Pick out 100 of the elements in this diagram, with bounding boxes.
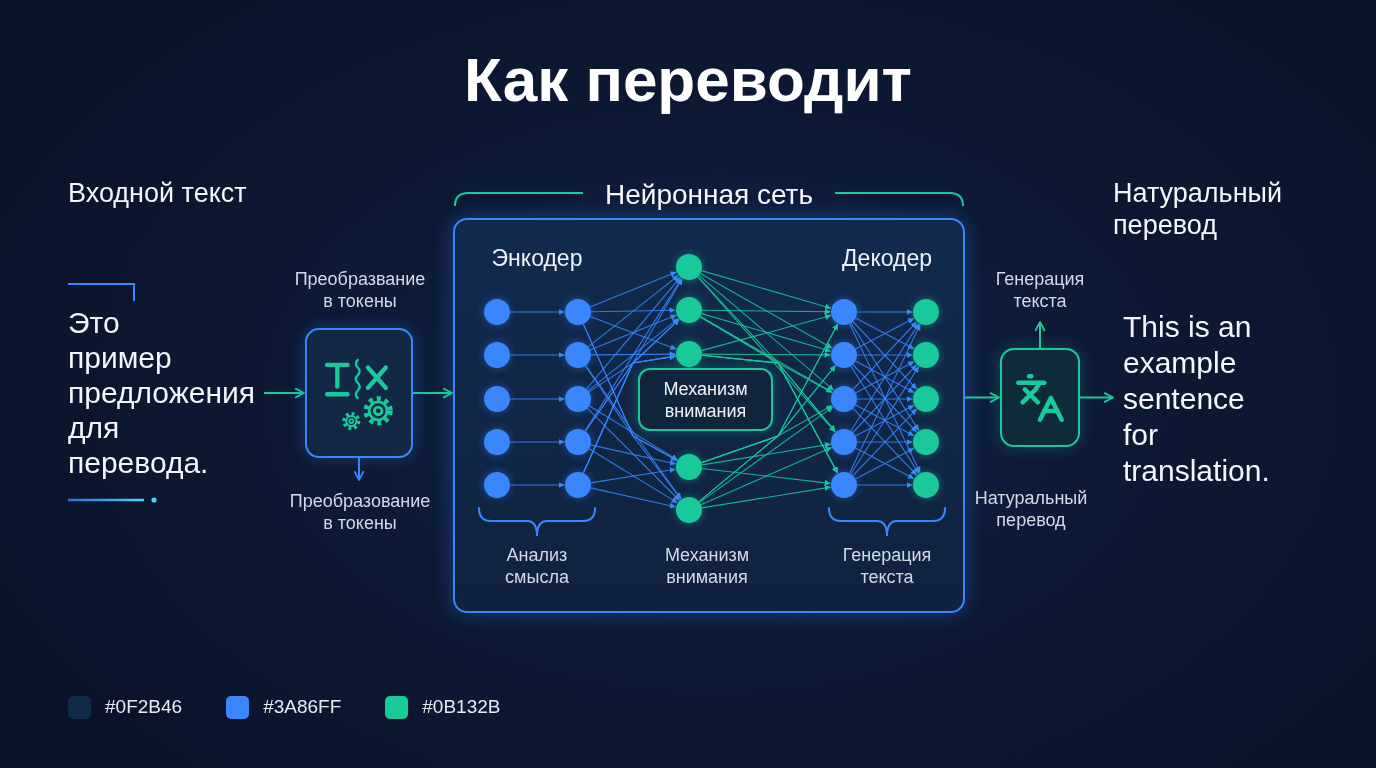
legend-label: #0B132B	[422, 695, 501, 719]
neuron-node	[484, 386, 510, 412]
network-link	[509, 352, 566, 358]
crossing-links	[589, 314, 678, 351]
neuron-node	[831, 299, 857, 325]
neuron-node	[676, 497, 702, 523]
network-link	[699, 406, 834, 503]
network-link	[700, 405, 833, 464]
network-link	[701, 485, 832, 509]
neuron-node	[831, 386, 857, 412]
crossing-links	[852, 407, 918, 477]
brace-caption: Анализ смысла	[505, 544, 569, 588]
network-link	[701, 467, 832, 486]
crossing-links	[852, 320, 918, 391]
crossing-links	[852, 363, 918, 434]
output-caption: Преобразование в токены	[289, 490, 431, 534]
crossing-links	[854, 447, 915, 480]
network-link	[509, 482, 566, 488]
neuron-node	[565, 472, 591, 498]
neuron-node	[676, 454, 702, 480]
neuron-node	[484, 342, 510, 368]
network-link	[590, 467, 677, 484]
neuron-node	[484, 429, 510, 455]
crossing-links	[697, 274, 839, 503]
crossing-links	[849, 323, 921, 474]
neuron-node	[831, 472, 857, 498]
diagram-title: Как переводит	[464, 44, 912, 116]
neuron-node	[676, 297, 702, 323]
network-link	[584, 354, 677, 432]
attention-box	[638, 368, 773, 431]
box-label: Механизм внимания	[663, 377, 748, 422]
box-caption: Преобразвание в токены	[294, 268, 426, 312]
column-heading: Декодер	[842, 244, 932, 272]
neuron-node	[676, 341, 702, 367]
flow-arrow	[263, 387, 305, 399]
legend-label: #0F2B46	[105, 695, 183, 719]
neuron-node	[913, 472, 939, 498]
neuron-node	[565, 429, 591, 455]
neuron-node	[484, 299, 510, 325]
network-link	[701, 351, 832, 358]
tokenizer-box	[305, 328, 413, 458]
neuron-node	[565, 342, 591, 368]
crossing-links	[582, 276, 683, 500]
network-link	[590, 487, 677, 509]
neuron-node	[913, 429, 939, 455]
crossing-links	[700, 313, 832, 353]
network-link	[587, 274, 679, 348]
crossing-links	[854, 404, 915, 437]
brace-caption: Механизм внимания	[664, 544, 750, 588]
network-link	[587, 317, 680, 392]
crossing-links	[854, 360, 915, 394]
translated-sentence: This is an example sentence for translation.	[1123, 309, 1270, 489]
network-link	[856, 396, 914, 402]
neuron-node	[913, 342, 939, 368]
neuron-node	[913, 386, 939, 412]
flow-arrow	[964, 392, 1000, 403]
neuron-node	[565, 299, 591, 325]
network-link	[856, 482, 914, 488]
flow-arrow	[412, 387, 453, 399]
network-link	[586, 407, 681, 502]
section-heading: Входной текст	[68, 177, 247, 209]
flow-arrow	[1079, 392, 1114, 403]
network-link	[589, 271, 678, 308]
neuron-node	[676, 254, 702, 280]
neuron-node	[831, 429, 857, 455]
network-link	[701, 308, 832, 315]
crossing-links	[850, 322, 920, 432]
brace-caption: Генерация текста	[842, 544, 932, 588]
legend-label: #3A86FF	[263, 695, 342, 719]
neuron-node	[831, 342, 857, 368]
network-link	[590, 444, 677, 466]
neuron-node	[913, 299, 939, 325]
network-link	[856, 352, 914, 358]
network-link	[588, 448, 679, 504]
output-caption: Генерация текста	[995, 268, 1085, 312]
box-caption: Натуральный перевод	[974, 487, 1088, 531]
network-link	[699, 315, 833, 393]
network-link	[699, 272, 833, 349]
network-link	[509, 396, 566, 402]
neuron-node	[565, 386, 591, 412]
crossing-links	[854, 317, 915, 350]
network-link	[509, 439, 566, 445]
network-link	[590, 307, 677, 314]
flow-arrow	[1034, 321, 1046, 349]
input-sentence: Это пример предложения для перевода.	[68, 305, 255, 480]
column-heading: Энкодер	[491, 244, 583, 272]
crossing-links	[850, 365, 920, 475]
network-link	[701, 354, 836, 433]
section-heading: Натуральный перевод	[1113, 177, 1283, 241]
network-link	[588, 405, 679, 461]
network-link	[509, 309, 566, 315]
network-link	[856, 439, 914, 445]
flow-arrow	[353, 457, 365, 481]
network-link	[700, 270, 832, 310]
translator-box	[1000, 348, 1080, 447]
network-link	[701, 442, 832, 466]
network-link	[856, 309, 914, 315]
network-link	[590, 351, 677, 358]
network-link	[700, 446, 833, 506]
neuron-node	[484, 472, 510, 498]
